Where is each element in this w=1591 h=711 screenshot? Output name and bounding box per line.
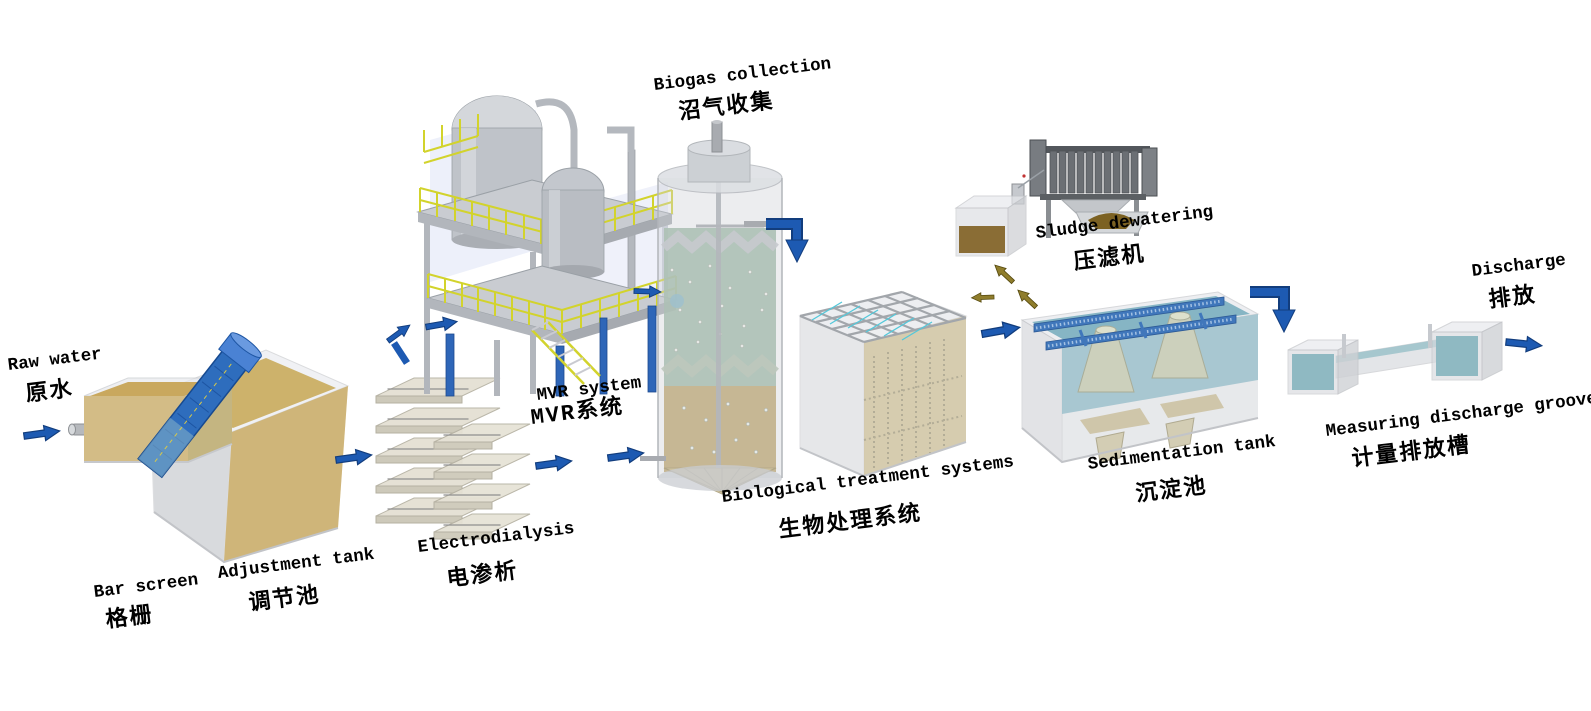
sludge-arrow-3 — [970, 291, 995, 303]
stairs — [531, 321, 601, 385]
sludge-arrow-2 — [1013, 285, 1040, 312]
sludge-holding-box — [954, 195, 1028, 257]
sedimentation-tank — [1020, 291, 1260, 464]
bio-to-sedimentation-arrow — [979, 318, 1022, 343]
measuring-discharge-groove — [1287, 321, 1503, 395]
digester-to-bio-elbow-arrow — [766, 218, 809, 264]
mvr-system-structure — [416, 95, 678, 397]
sludge-dewatering-filter-press — [954, 139, 1158, 257]
electrodialysis-stack — [375, 377, 531, 540]
discharge-arrow — [1504, 333, 1544, 354]
biogas-digester-tank — [640, 120, 783, 495]
to-digester-arrow — [606, 444, 646, 467]
bar-screen-conveyor — [137, 332, 262, 479]
biological-treatment-tank — [798, 290, 968, 478]
label-bar-screen-zh: 格栅 — [104, 603, 156, 634]
label-raw-water-zh: 原水 — [24, 377, 76, 408]
to-mvr-bent-arrow — [384, 320, 414, 347]
bubbles — [670, 264, 768, 454]
raw-water-arrow — [22, 422, 62, 445]
sedimentation-to-groove-elbow-arrow — [1250, 286, 1296, 334]
sludge-arrow-1 — [990, 260, 1017, 287]
sludge-arrows — [970, 260, 1040, 312]
electrodialysis-out-arrow — [534, 452, 574, 475]
flow-arrows — [22, 284, 1544, 475]
label-discharge-zh: 排放 — [1487, 283, 1539, 314]
